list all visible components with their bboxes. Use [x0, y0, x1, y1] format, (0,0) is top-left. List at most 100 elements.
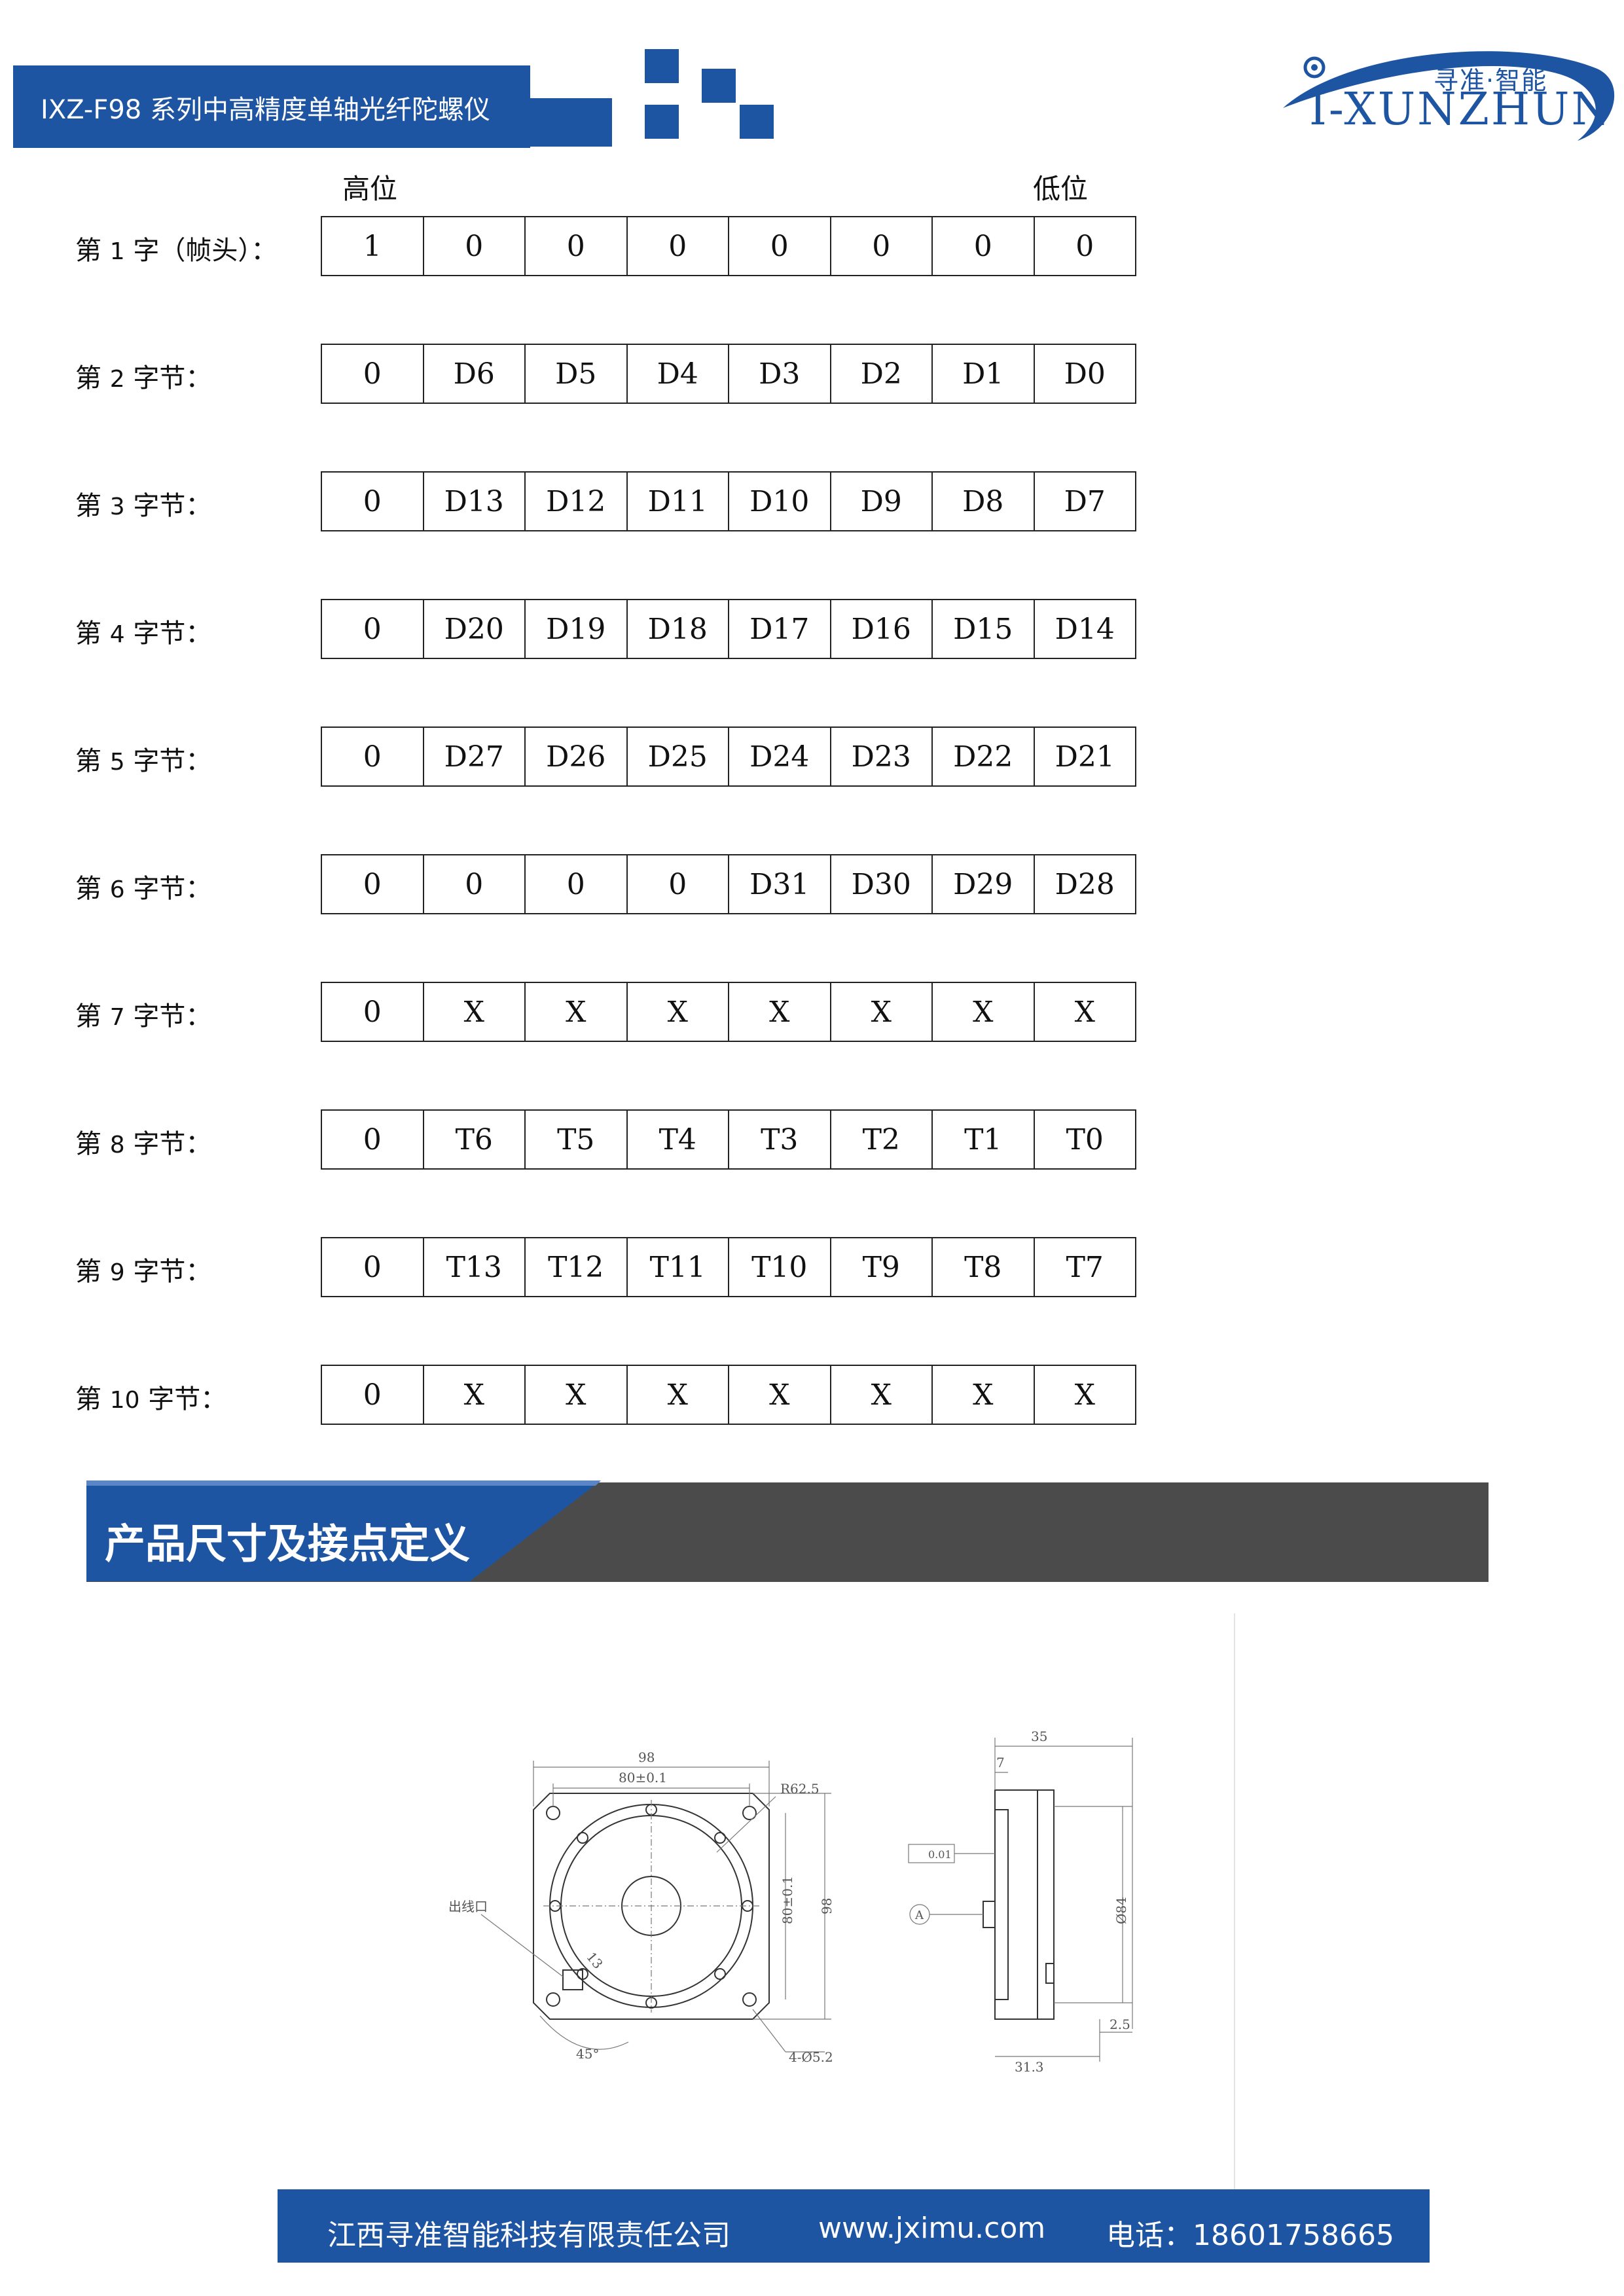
byte-row-label-part: 字节：: [124, 363, 212, 393]
dim-holes-text: 4-Ø5.2: [789, 2049, 833, 2065]
outlet-label: 出线口: [448, 1899, 488, 1914]
bit-cell: D4: [628, 345, 729, 403]
bit-cell: D25: [628, 728, 729, 785]
bit-cell: 0: [322, 473, 424, 530]
bit-cell: D3: [729, 345, 831, 403]
bit-cell: T1: [933, 1111, 1035, 1168]
dim-80v-text: 80±0.1: [780, 1876, 795, 1924]
dim-45-text: 45°: [576, 2046, 599, 2062]
byte-row-label-part: 10: [109, 1387, 140, 1414]
decor-square: [740, 105, 774, 139]
logo-english-text: I-XUNZHUN: [1309, 84, 1612, 135]
bit-cell: X: [831, 983, 933, 1041]
bit-cell: D9: [831, 473, 933, 530]
bit-cell: T6: [424, 1111, 526, 1168]
bit-cell: T10: [729, 1238, 831, 1296]
bit-cell: D16: [831, 600, 933, 658]
bit-cell: X: [628, 983, 729, 1041]
bit-cell: T3: [729, 1111, 831, 1168]
byte-row-label-part: 第: [75, 1257, 110, 1287]
bit-cell: X: [933, 983, 1035, 1041]
bit-cell: 0: [424, 217, 526, 275]
bit-cell: D28: [1055, 867, 1115, 901]
header-band: [13, 65, 530, 148]
bit-cell: D10: [729, 473, 831, 530]
bit-cell: 0: [729, 217, 831, 275]
bit-cell: X: [933, 1366, 1035, 1424]
byte-row-label-part: 2: [109, 366, 125, 393]
footer-website[interactable]: www.jximu.com: [818, 2212, 1046, 2245]
flatness-tolerance-text: 0.01: [928, 1848, 952, 1861]
byte-row-label-part: 字节：: [124, 491, 212, 521]
byte-row-label: 第 8 字节：: [75, 1122, 211, 1160]
decor-square: [645, 49, 679, 83]
dim-98-text: 98: [638, 1749, 655, 1765]
bit-cell: X: [729, 983, 831, 1041]
bit-cell: T7: [1066, 1250, 1104, 1284]
decor-square: [702, 69, 736, 103]
byte-row-label-part: 字节：: [124, 619, 212, 649]
byte-row-label-part: 字节：: [124, 1257, 212, 1287]
byte-row-label-part: 字节：: [124, 874, 212, 904]
low-bit-label: 低位: [1033, 173, 1089, 205]
company-logo-swoosh: [1283, 51, 1615, 141]
bit-cell: D8: [933, 473, 1035, 530]
byte-row-label: 第 6 字节：: [75, 867, 211, 905]
byte-row-label: 第 7 字节：: [75, 995, 211, 1033]
dim-84-text: Ø84: [1113, 1897, 1129, 1924]
logo-chinese-text: 寻准·智能: [1434, 66, 1548, 95]
footer-bar: 江西寻准智能科技有限责任公司 www.jximu.com 电话：18601758…: [278, 2189, 1430, 2263]
byte-row-label-part: 7: [109, 1004, 125, 1031]
byte-row-label: 第 5 字节：: [75, 740, 211, 778]
footer-company: 江西寻准智能科技有限责任公司: [327, 2219, 731, 2252]
bit-cell: 0: [628, 217, 729, 275]
dim-2-5-text: 2.5: [1110, 2017, 1130, 2032]
bit-cell: X: [424, 983, 526, 1041]
bit-cell: D24: [729, 728, 831, 785]
section-banner-accent: [86, 1480, 601, 1581]
bit-cell: D0: [1064, 357, 1106, 391]
byte-row-label-part: 第: [75, 1001, 110, 1031]
bit-cell: D6: [424, 345, 526, 403]
bit-cell: 0: [322, 728, 424, 785]
document-title: IXZ-F98 系列中高精度单轴光纤陀螺仪: [41, 95, 490, 125]
bit-cell: D30: [831, 855, 933, 913]
bit-cell: D23: [831, 728, 933, 785]
bit-cell: 0: [322, 1111, 424, 1168]
bit-cell: X: [526, 983, 628, 1041]
byte-row-label-part: 第: [75, 1129, 110, 1159]
bit-cell: 0: [628, 855, 729, 913]
bit-cell: 0: [526, 855, 628, 913]
bit-cell: D12: [526, 473, 628, 530]
byte-row-label-part: 4: [109, 621, 125, 648]
bit-cell: D17: [729, 600, 831, 658]
bit-cell: X: [526, 1366, 628, 1424]
byte-row-label-part: 6: [109, 876, 125, 903]
bit-cell: 0: [1075, 229, 1094, 263]
section-title: 产品尺寸及接点定义: [105, 1520, 471, 1568]
bit-cell: 0: [933, 217, 1035, 275]
byte-row-label-part: 第: [75, 363, 110, 393]
header-band-step: [517, 98, 612, 147]
byte-row-label-part: 字节：: [124, 746, 212, 776]
byte-row-label-part: 3: [109, 493, 125, 520]
bit-cell: D14: [1055, 612, 1115, 646]
bit-cell: T9: [831, 1238, 933, 1296]
bit-cell: T13: [424, 1238, 526, 1296]
decor-square: [645, 105, 679, 139]
dim-r62-text: R62.5: [780, 1781, 820, 1797]
bit-cell: T8: [933, 1238, 1035, 1296]
bit-cell: 0: [831, 217, 933, 275]
dim-35-text: 35: [1031, 1729, 1047, 1744]
bit-cell: D20: [424, 600, 526, 658]
bit-cell: D11: [628, 473, 729, 530]
bit-cell: 0: [526, 217, 628, 275]
bit-cell: 0: [424, 855, 526, 913]
